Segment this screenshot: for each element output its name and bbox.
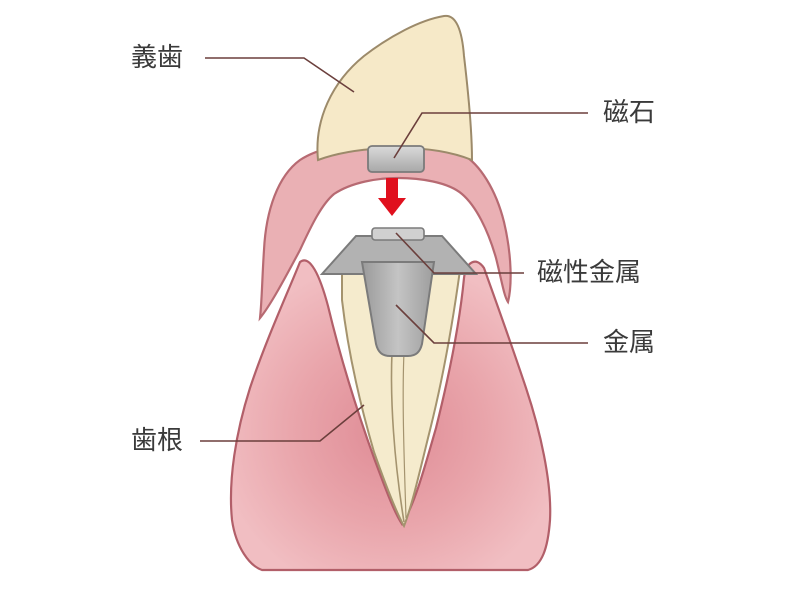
magnet <box>367 145 425 173</box>
root-canal-inner <box>402 351 407 519</box>
denture-tooth <box>316 14 474 162</box>
label-magnetic-metal: 磁性金属 <box>537 258 642 288</box>
leader-line-metal <box>395 304 588 344</box>
label-denture: 義歯 <box>131 43 184 73</box>
root-canal <box>390 351 405 523</box>
label-metal: 金属 <box>603 328 656 358</box>
leader-line-magnet <box>393 112 588 159</box>
tooth-root <box>341 269 462 529</box>
leader-line-tooth-root <box>200 404 365 442</box>
label-magnet: 磁石 <box>603 98 656 128</box>
arrow-down-icon <box>378 178 406 216</box>
label-tooth-root: 歯根 <box>131 426 184 456</box>
leader-line-magnetic-metal <box>395 232 524 274</box>
metal-post <box>360 261 436 357</box>
gum <box>229 259 552 572</box>
leader-line-denture <box>205 57 355 93</box>
